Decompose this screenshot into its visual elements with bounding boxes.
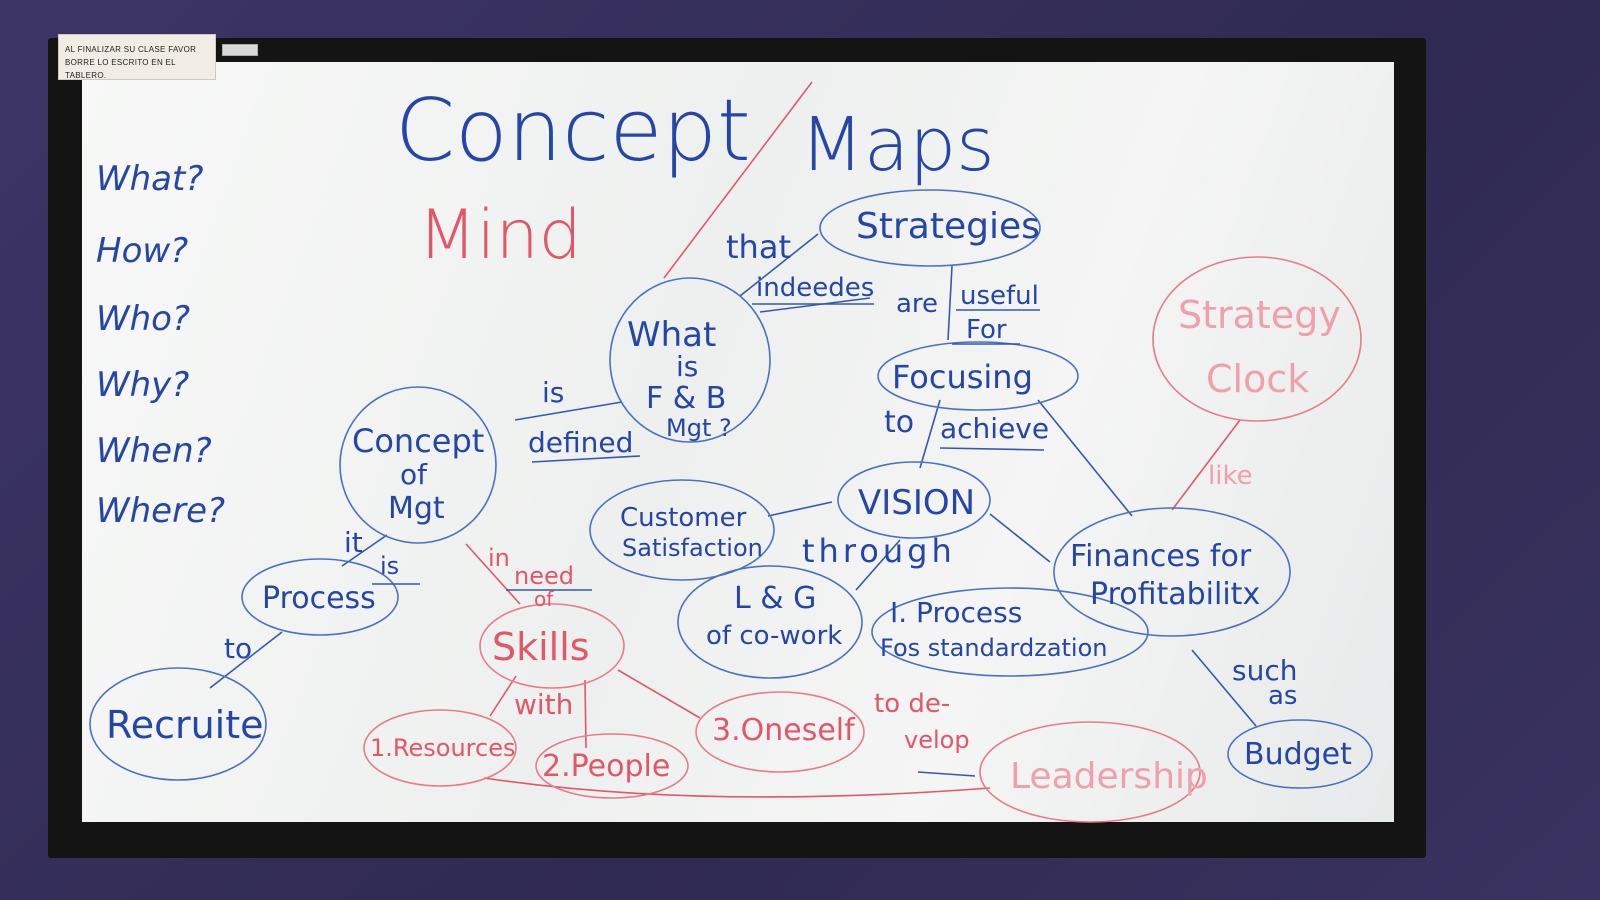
notice-line-2: BORRE LO ESCRITO EN EL TABLERO. (65, 58, 176, 80)
node-ellipses (89, 189, 1373, 823)
node-of: of (400, 458, 428, 491)
node-what: What (627, 315, 716, 355)
node-customer: Customer (620, 503, 747, 533)
node-fb: F & B (646, 381, 726, 416)
node-focusing: Focusing (892, 358, 1033, 396)
link-with: with (514, 688, 573, 721)
whiteboard-surface (82, 62, 1394, 822)
link-defined: defined (528, 426, 633, 459)
node-cowork: of co-work (706, 621, 842, 651)
node-finances: Finances for (1070, 539, 1252, 574)
node-process: Process (262, 581, 376, 616)
node-is: is (676, 350, 698, 383)
node-iprocess: I. Process (890, 596, 1022, 629)
question-item: How? (96, 231, 188, 271)
node-people: 2.People (542, 749, 670, 784)
link-are: are (896, 289, 938, 319)
link-for: For (966, 315, 1007, 345)
link-through: through (802, 532, 956, 570)
brand-sticker (222, 44, 258, 56)
node-labels: Strategies What is F & B Mgt ? Concept o… (106, 206, 1352, 797)
node-concept: Concept (352, 422, 484, 460)
node-lg: L & G (734, 581, 816, 616)
node-recruite: Recruite (106, 703, 264, 747)
link-it: it (344, 526, 363, 559)
link-is: is (542, 376, 564, 409)
questions-list: What? How? Who? Why? When? Where? (96, 159, 225, 531)
question-item: Who? (96, 299, 190, 339)
link-achieve: achieve (940, 412, 1049, 445)
link-to2: to (224, 632, 252, 665)
question-item: Why? (96, 365, 189, 405)
connector-lines (209, 233, 1257, 798)
link-indeedes: indeedes (756, 273, 874, 303)
link-such: such (1232, 654, 1297, 687)
node-standardization: Fos standardzation (880, 634, 1108, 662)
node-budget: Budget (1244, 737, 1352, 772)
link-velop: velop (904, 726, 970, 754)
notice-sign: AL FINALIZAR SU CLASE FAVOR BORRE LO ESC… (58, 34, 216, 80)
node-mgt: Mgt ? (666, 414, 732, 442)
node-strategies: Strategies (856, 206, 1040, 247)
link-to-de: to de- (874, 689, 950, 719)
title-concept: Concept (395, 81, 751, 181)
title-maps: Maps (800, 102, 995, 188)
link-as: as (1268, 681, 1297, 711)
node-profitability: Profitabilitx (1090, 577, 1260, 612)
link-like: like (1208, 461, 1253, 491)
node-oneself: 3.Oneself (712, 713, 856, 748)
node-vision: VISION (858, 483, 975, 523)
link-is2: is (380, 552, 399, 580)
question-item: Where? (96, 491, 225, 531)
link-of: of (534, 587, 554, 611)
title-mind: Mind (418, 196, 582, 275)
node-clock: Clock (1206, 357, 1309, 401)
link-in: in (488, 544, 510, 572)
link-labels: that indeedes are useful For is defined … (224, 228, 1297, 754)
node-strategy: Strategy (1178, 293, 1341, 337)
node-satisfaction: Satisfaction (622, 534, 763, 562)
title-slash (663, 81, 813, 279)
node-resources: 1.Resources (370, 734, 515, 762)
node-skills: Skills (492, 625, 590, 669)
link-need: need (514, 562, 574, 590)
link-that: that (726, 228, 791, 266)
question-item: When? (96, 431, 212, 471)
node-leadership: Leadership (1010, 756, 1208, 797)
question-item: What? (96, 159, 203, 199)
notice-line-1: AL FINALIZAR SU CLASE FAVOR (65, 45, 197, 54)
node-mgt2: Mgt (388, 491, 445, 526)
link-useful: useful (960, 281, 1039, 311)
link-to: to (884, 405, 914, 440)
